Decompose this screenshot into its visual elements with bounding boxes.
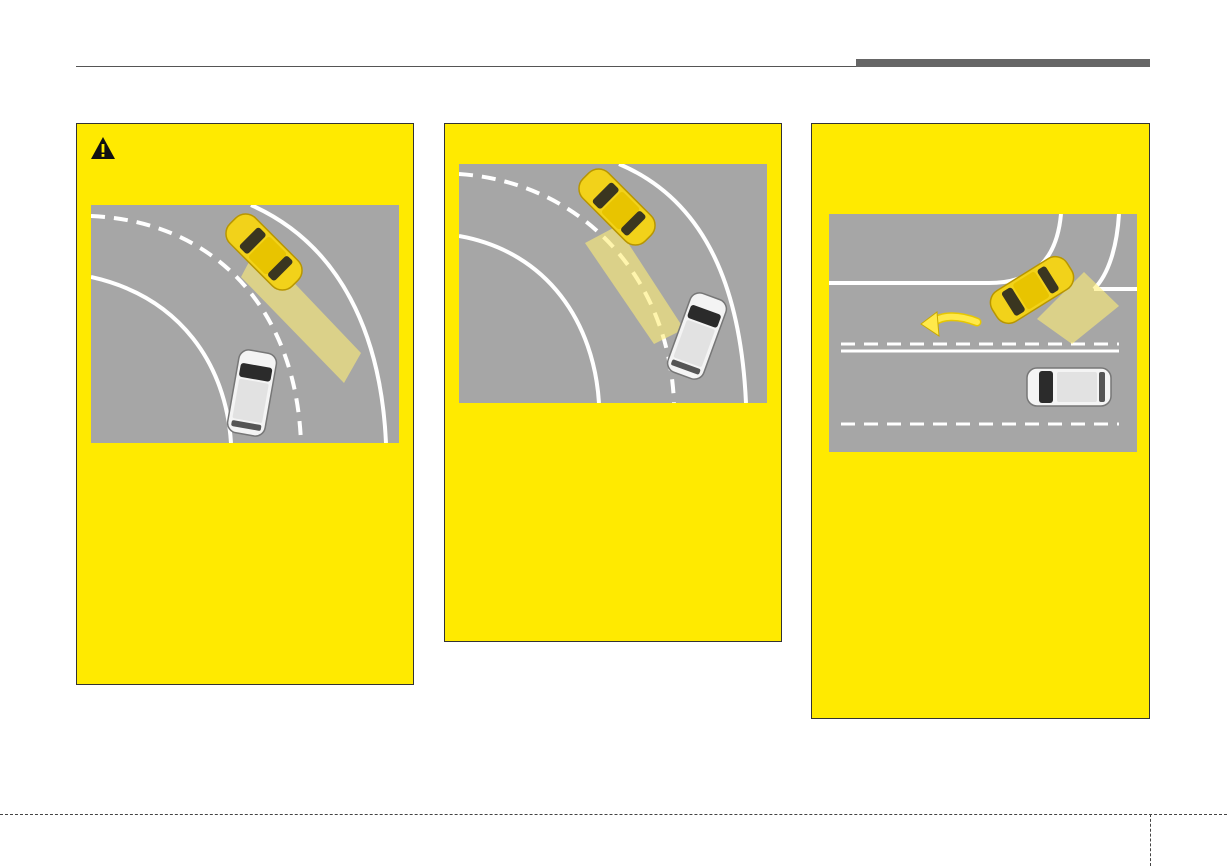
curve-illustration-2	[459, 164, 767, 403]
header-tab-bar	[856, 59, 1150, 67]
warning-panel-1	[76, 123, 414, 685]
warning-panel-2	[444, 123, 782, 642]
footer-dashed-rule	[0, 814, 1227, 815]
yellow-car	[989, 255, 1075, 325]
yellow-car	[578, 168, 656, 246]
header-rule	[76, 66, 856, 67]
warning-panel-3	[811, 123, 1150, 719]
yellow-car	[225, 213, 303, 291]
white-car	[1026, 367, 1112, 407]
curve-illustration-1	[91, 205, 399, 443]
left-turn-arrow	[920, 311, 982, 337]
white-car	[666, 292, 728, 380]
footer-dashed-tick	[1150, 814, 1151, 866]
parking-exit-illustration	[829, 214, 1137, 452]
warning-icon	[91, 137, 115, 159]
white-car	[226, 349, 278, 437]
